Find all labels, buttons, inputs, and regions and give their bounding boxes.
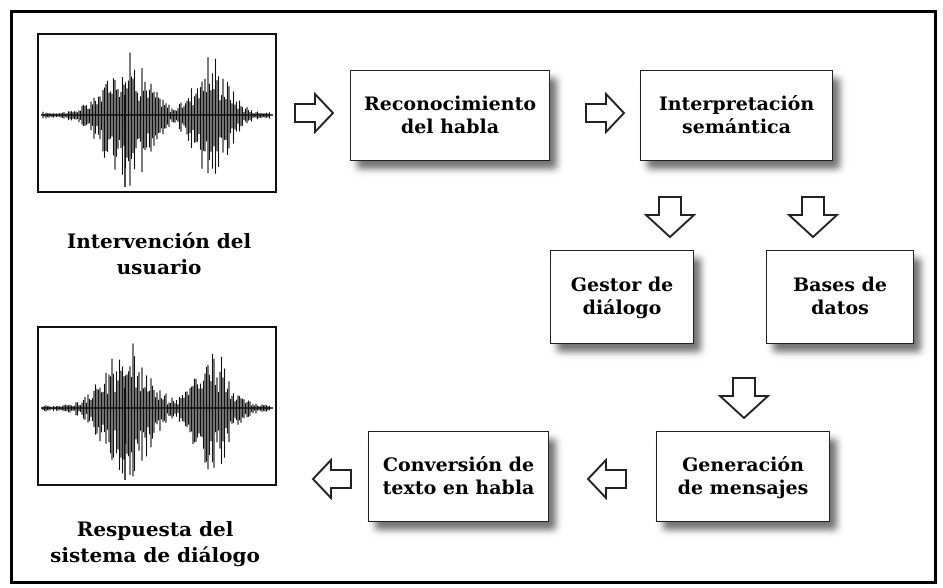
arrow-right-icon bbox=[294, 92, 335, 134]
caption-user-input-line2: usuario bbox=[116, 255, 202, 279]
text-to-speech-line2: texto en habla bbox=[382, 476, 535, 499]
arrow-down-icon bbox=[718, 377, 770, 420]
databases-line1: Bases de bbox=[793, 274, 887, 296]
input-waveform-icon bbox=[37, 33, 277, 193]
message-generation-line1: Generación bbox=[682, 453, 804, 476]
speech-recognition-box: Reconocimiento del habla bbox=[350, 70, 550, 161]
speech-recognition-line1: Reconocimiento bbox=[363, 92, 537, 115]
arrow-right-icon bbox=[585, 92, 626, 134]
caption-user-input: Intervención del usuario bbox=[20, 228, 298, 280]
semantic-interpretation-line2: semántica bbox=[682, 115, 791, 138]
databases-box: Bases de datos bbox=[766, 250, 914, 344]
dialog-manager-line1: Gestor de bbox=[570, 274, 674, 296]
text-to-speech-line1: Conversión de bbox=[382, 453, 535, 476]
output-waveform-icon bbox=[37, 326, 277, 486]
message-generation-box: Generación de mensajes bbox=[656, 431, 830, 522]
caption-system-response-line2: sistema de diálogo bbox=[50, 543, 260, 567]
semantic-interpretation-box: Interpretación semántica bbox=[640, 70, 833, 161]
dialog-manager-box: Gestor de diálogo bbox=[550, 250, 694, 344]
message-generation-line2: de mensajes bbox=[677, 476, 809, 499]
caption-user-input-line1: Intervención del bbox=[66, 229, 252, 253]
speech-recognition-line2: del habla bbox=[400, 115, 500, 138]
databases-line2: datos bbox=[811, 297, 869, 319]
arrow-down-icon bbox=[644, 196, 696, 239]
arrow-left-icon bbox=[586, 458, 627, 500]
caption-system-response-line1: Respuesta del bbox=[76, 517, 234, 541]
caption-system-response: Respuesta del sistema de diálogo bbox=[10, 516, 300, 568]
dialog-manager-line2: diálogo bbox=[582, 297, 662, 319]
arrow-left-icon bbox=[311, 458, 352, 500]
arrow-down-icon bbox=[787, 196, 839, 239]
text-to-speech-box: Conversión de texto en habla bbox=[368, 431, 549, 522]
semantic-interpretation-line1: Interpretación bbox=[658, 92, 815, 115]
